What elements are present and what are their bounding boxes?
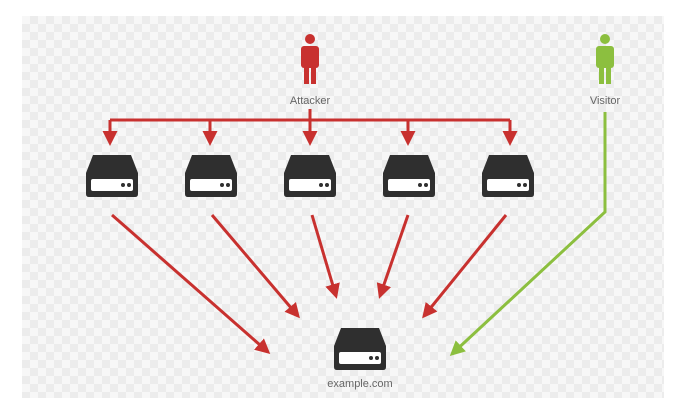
- bot-server-icon-4: [383, 155, 435, 197]
- attack-arrows: [111, 213, 508, 354]
- target-server-box: [334, 328, 386, 370]
- bot-server-icon-1: [86, 155, 138, 197]
- target-label: example.com: [327, 378, 393, 390]
- botnet-servers: [86, 155, 534, 197]
- attack-arrow-1: [111, 213, 271, 354]
- bot-server-icon-2: [185, 155, 237, 197]
- bot-server-icon-3: [284, 155, 336, 197]
- attack-arrow-3: [310, 214, 340, 299]
- target-server-icon: [334, 328, 386, 370]
- visitor-person-icon: [596, 34, 614, 84]
- diagram-background: [22, 16, 664, 398]
- attacker-label: Attacker: [289, 95, 331, 107]
- attack-arrow-5: [422, 214, 508, 319]
- attacker-person-icon: [301, 34, 319, 84]
- attack-arrow-4: [376, 214, 410, 299]
- attack-arrow-2: [210, 214, 300, 319]
- visitor-label: Visitor: [589, 95, 621, 107]
- attacker-command-lines: [102, 109, 518, 146]
- bot-server-icon-5: [482, 155, 534, 197]
- visitor-line: [449, 112, 607, 357]
